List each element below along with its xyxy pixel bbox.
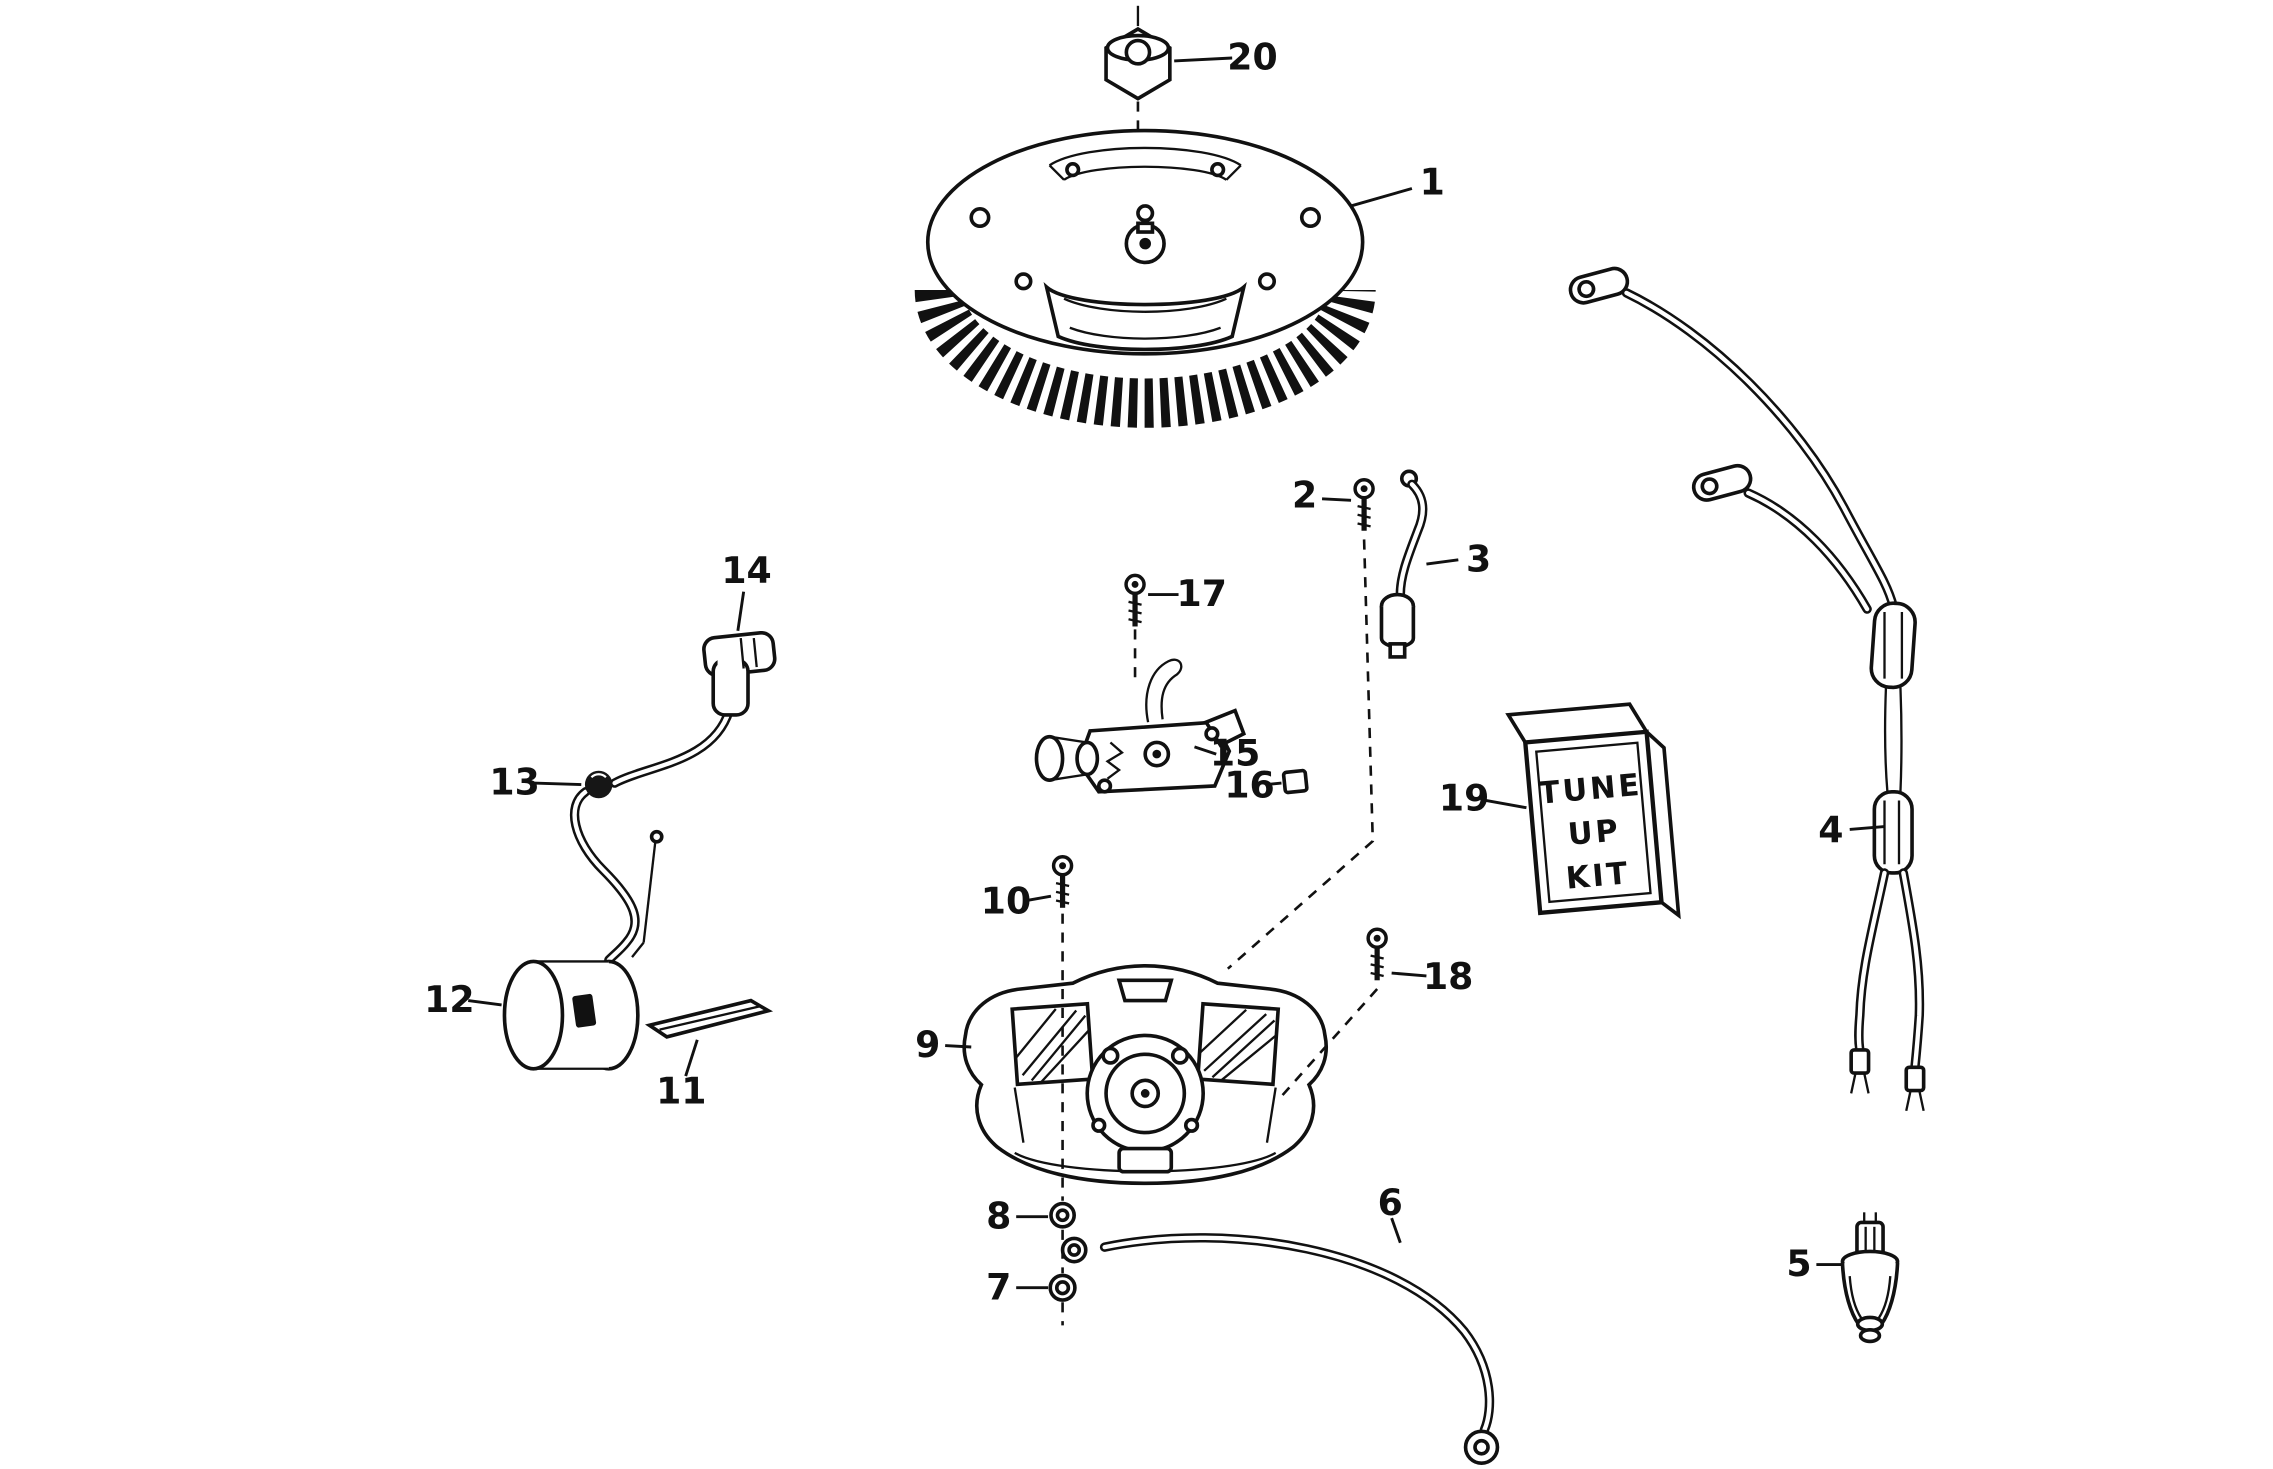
part-number-labels: 1 2 3 4 5 6 7 8 9 10 11 12 13 14 15 16 1…: [424, 36, 1843, 1309]
wiring-harness: [1568, 266, 1926, 1112]
flywheel-nut: [1104, 5, 1172, 134]
part-label-9: 9: [915, 1023, 940, 1066]
part-label-3: 3: [1466, 537, 1491, 580]
part-label-10: 10: [981, 880, 1031, 923]
lockwasher: [1049, 1201, 1076, 1229]
ground-wire: [1060, 1233, 1500, 1466]
stator-plate: [962, 963, 1328, 1186]
part-label-8: 8: [986, 1194, 1011, 1237]
ignition-coil: [502, 959, 640, 1071]
part-label-1: 1: [1420, 160, 1445, 203]
breaker-points-assembly: [1034, 658, 1247, 794]
part-label-16: 16: [1224, 764, 1274, 807]
kit-box-line2: UP: [1566, 813, 1622, 852]
part-label-15: 15: [1210, 732, 1260, 775]
part-label-12: 12: [424, 978, 474, 1021]
screw-2: [1355, 480, 1373, 531]
part-label-18: 18: [1423, 955, 1473, 998]
terminal-block: [1281, 768, 1309, 795]
wire-grommet: [584, 770, 613, 799]
kit-box-line3: KIT: [1565, 856, 1632, 896]
screw-17: [1126, 575, 1144, 626]
screw-18: [1368, 929, 1386, 980]
part-label-17: 17: [1177, 572, 1227, 615]
part-label-19: 19: [1439, 777, 1489, 820]
spark-plug-cap: [1840, 1212, 1900, 1344]
leader-lines: [468, 56, 1885, 1290]
part-label-20: 20: [1227, 36, 1277, 79]
part-label-13: 13: [489, 761, 539, 804]
flywheel: [914, 128, 1376, 428]
part-label-5: 5: [1786, 1242, 1811, 1285]
coil-clamp-strip: [644, 998, 774, 1039]
part-label-7: 7: [986, 1265, 1011, 1308]
part-label-2: 2: [1292, 474, 1317, 517]
spark-plug-lead: [569, 630, 777, 965]
part-label-11: 11: [656, 1070, 706, 1113]
part-label-4: 4: [1818, 809, 1843, 852]
tune-up-kit-box: TUNE UP KIT: [1505, 702, 1681, 920]
trigger-lead: [1379, 469, 1428, 659]
screw-10: [1054, 857, 1072, 908]
part-label-6: 6: [1378, 1181, 1403, 1224]
hex-nut-small: [1048, 1273, 1077, 1302]
assembly-guide-lines: [1061, 539, 1379, 1326]
part-label-14: 14: [721, 549, 771, 592]
